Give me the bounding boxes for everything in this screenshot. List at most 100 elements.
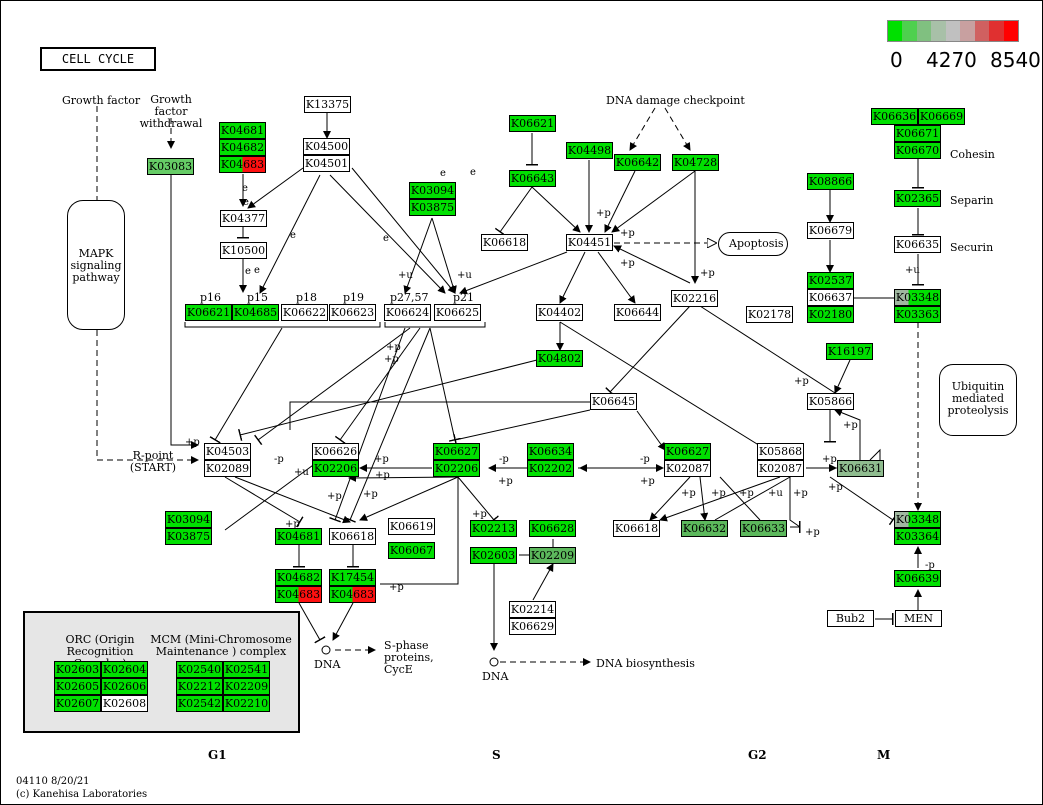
gene-node-k04682[interactable]: K04682: [275, 569, 322, 586]
gene-node-k06669[interactable]: K06669: [918, 108, 965, 125]
gene-node-k04498[interactable]: K04498: [566, 142, 613, 159]
gene-node-k16197[interactable]: K16197: [826, 343, 873, 360]
gene-node-k02607[interactable]: K02607: [54, 695, 101, 712]
gene-node-k02206[interactable]: K02206: [312, 460, 359, 477]
edge: [834, 408, 861, 460]
gene-node-k08866[interactable]: K08866: [807, 173, 854, 190]
gene-node-k03094[interactable]: K03094: [165, 511, 212, 528]
bub2-node[interactable]: Bub2: [827, 610, 874, 627]
gene-node-k06670[interactable]: K06670: [894, 142, 941, 159]
gene-node-k06621[interactable]: K06621: [509, 115, 556, 132]
gene-node-k06627[interactable]: K06627: [433, 443, 480, 460]
gene-node-k03348[interactable]: K03348: [894, 289, 941, 306]
ubiquitin-link[interactable]: [939, 364, 1017, 436]
gene-node-k05868[interactable]: K05868: [757, 443, 804, 460]
gene-node-k06624[interactable]: K06624: [384, 304, 431, 321]
gene-node-k02214[interactable]: K02214: [509, 601, 556, 618]
gene-node-k04402[interactable]: K04402: [536, 304, 583, 321]
scale-swatch: [945, 21, 961, 41]
gene-node-k06636[interactable]: K06636: [871, 108, 918, 125]
gene-node-k04802[interactable]: K04802: [536, 350, 583, 367]
gene-node-k06671[interactable]: K06671: [894, 125, 941, 142]
gene-node-k06625[interactable]: K06625: [434, 304, 481, 321]
gene-node-k04728[interactable]: K04728: [672, 154, 719, 171]
gene-node-k06642[interactable]: K06642: [614, 154, 661, 171]
gene-node-k06679[interactable]: K06679: [807, 222, 854, 239]
gene-node-k04500[interactable]: K04500: [303, 138, 350, 155]
gene-node-k02178[interactable]: K02178: [746, 306, 793, 323]
gene-node-k13375[interactable]: K13375: [304, 96, 351, 113]
gene-node-k06635[interactable]: K06635: [894, 236, 941, 253]
gene-node-k06644[interactable]: K06644: [614, 304, 661, 321]
gene-node-k02209[interactable]: K02209: [223, 678, 270, 695]
gene-node-k02537[interactable]: K02537: [807, 272, 854, 289]
gene-node-k06619[interactable]: K06619: [388, 518, 435, 535]
gene-node-k06631[interactable]: K06631: [837, 460, 884, 477]
gene-node-k06623[interactable]: K06623: [329, 304, 376, 321]
gene-node-k04377[interactable]: K04377: [220, 210, 267, 227]
gene-node-k02087[interactable]: K02087: [664, 460, 711, 477]
gene-node-k02605[interactable]: K02605: [54, 678, 101, 695]
gene-node-k02213[interactable]: K02213: [470, 520, 517, 537]
gene-node-k02209[interactable]: K02209: [529, 547, 576, 564]
edge: [649, 476, 691, 521]
gene-node-k02210[interactable]: K02210: [223, 695, 270, 712]
gene-node-k06626[interactable]: K06626: [312, 443, 359, 460]
gene-node-k04683[interactable]: K04683: [275, 586, 322, 603]
gene-node-k06622[interactable]: K06622: [281, 304, 328, 321]
gene-node-k06618[interactable]: K06618: [613, 520, 660, 537]
gene-node-k06627[interactable]: K06627: [664, 443, 711, 460]
gene-node-k02603[interactable]: K02603: [54, 661, 101, 678]
gene-node-k06634[interactable]: K06634: [527, 443, 574, 460]
gene-node-k06643[interactable]: K06643: [509, 170, 556, 187]
gene-node-k03348[interactable]: K03348: [894, 511, 941, 528]
gene-node-k03094[interactable]: K03094: [409, 182, 456, 199]
gene-node-k02542[interactable]: K02542: [176, 695, 223, 712]
gene-node-k10500[interactable]: K10500: [220, 242, 267, 259]
gene-node-k06628[interactable]: K06628: [529, 520, 576, 537]
gene-node-k02087[interactable]: K02087: [757, 460, 804, 477]
gene-node-k03875[interactable]: K03875: [165, 528, 212, 545]
gene-node-k04503[interactable]: K04503: [204, 443, 251, 460]
gene-node-k02089[interactable]: K02089: [204, 460, 251, 477]
gene-node-k02603[interactable]: K02603: [470, 547, 517, 564]
gene-node-k02206[interactable]: K02206: [433, 460, 480, 477]
gene-node-k04681[interactable]: K04681: [219, 122, 266, 139]
gene-node-k02216[interactable]: K02216: [671, 290, 718, 307]
gene-node-k02365[interactable]: K02365: [894, 190, 941, 207]
gene-node-k06067[interactable]: K06067: [388, 542, 435, 559]
gene-node-k04681[interactable]: K04681: [275, 528, 322, 545]
gene-node-k04683[interactable]: K04683: [219, 156, 266, 173]
gene-node-k06633[interactable]: K06633: [740, 520, 787, 537]
gene-node-k02541[interactable]: K02541: [223, 661, 270, 678]
gene-node-k04501[interactable]: K04501: [303, 155, 350, 172]
gene-node-k02540[interactable]: K02540: [176, 661, 223, 678]
gene-node-k03875[interactable]: K03875: [409, 199, 456, 216]
gene-node-k02202[interactable]: K02202: [527, 460, 574, 477]
gene-node-k06618[interactable]: K06618: [481, 234, 528, 251]
gene-node-k06645[interactable]: K06645: [590, 393, 637, 410]
gene-node-k04451[interactable]: K04451: [566, 234, 613, 251]
gene-node-k05866[interactable]: K05866: [807, 393, 854, 410]
gene-node-k04683[interactable]: K04683: [329, 586, 376, 603]
apoptosis-link[interactable]: [718, 232, 788, 256]
gene-node-k02212[interactable]: K02212: [176, 678, 223, 695]
gene-node-k02608[interactable]: K02608: [101, 695, 148, 712]
gene-node-k03364[interactable]: K03364: [894, 528, 941, 545]
gene-node-k02604[interactable]: K02604: [101, 661, 148, 678]
gene-node-k04682[interactable]: K04682: [219, 139, 266, 156]
gene-node-k06629[interactable]: K06629: [509, 618, 556, 635]
men-node[interactable]: MEN: [895, 610, 942, 627]
gene-node-k03363[interactable]: K03363: [894, 306, 941, 323]
gene-node-k06637[interactable]: K06637: [807, 289, 854, 306]
gene-node-k06632[interactable]: K06632: [681, 520, 728, 537]
gene-node-k02606[interactable]: K02606: [101, 678, 148, 695]
gene-node-k04685[interactable]: K04685: [232, 304, 279, 321]
gene-node-k02180[interactable]: K02180: [807, 306, 854, 323]
mapk-pathway-link[interactable]: [67, 200, 125, 330]
gene-node-k17454[interactable]: K17454: [329, 569, 376, 586]
gene-node-k06621[interactable]: K06621: [185, 304, 232, 321]
gene-node-k06618[interactable]: K06618: [329, 528, 376, 545]
gene-node-k06639[interactable]: K06639: [894, 570, 941, 587]
gene-node-k03083[interactable]: K03083: [147, 158, 194, 175]
